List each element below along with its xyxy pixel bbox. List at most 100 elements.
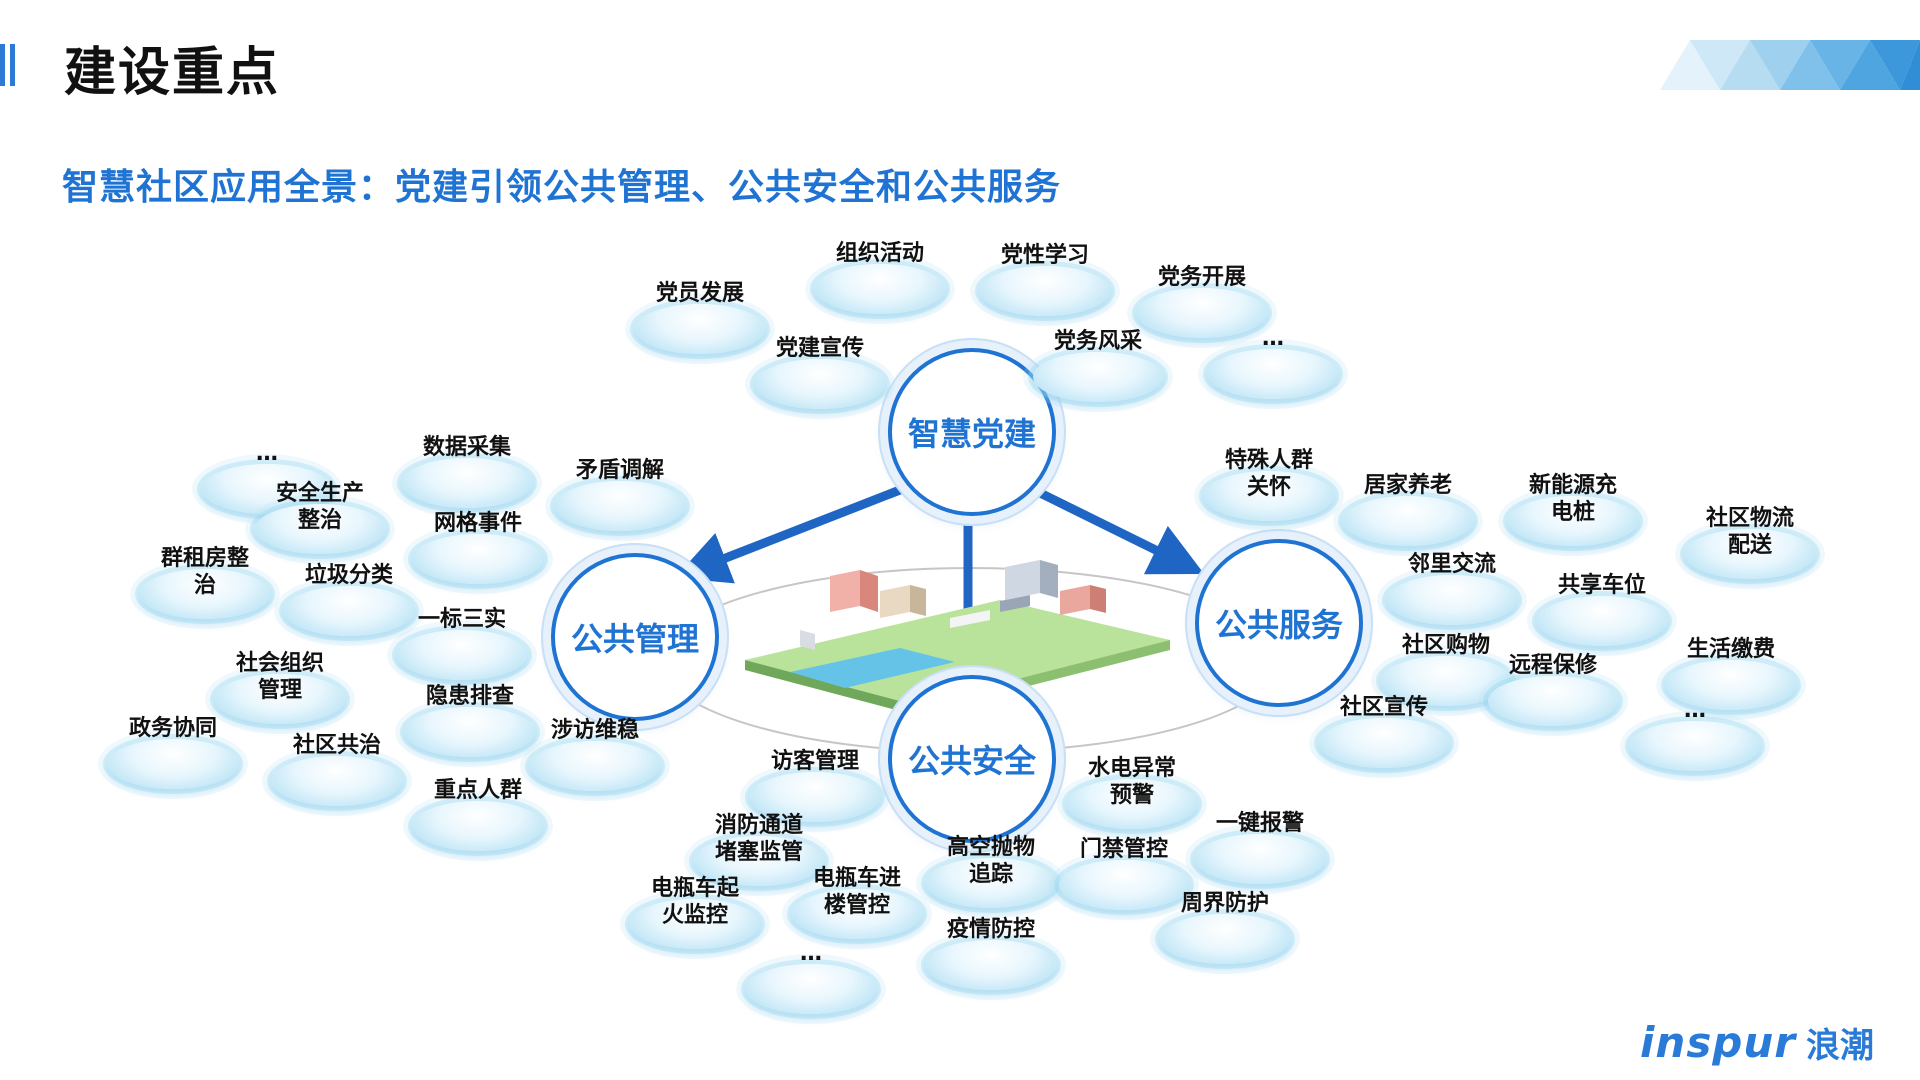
pad-service: 远程保修	[1488, 652, 1618, 726]
pad-safety: 周界防护	[1160, 890, 1290, 964]
pad-safety: 电瓶车进 楼管控	[792, 865, 922, 939]
pad-label: 党性学习	[1000, 243, 1089, 268]
pad-disc	[405, 707, 535, 757]
pad-disc	[555, 481, 685, 531]
pad-management: 网格事件	[413, 510, 543, 584]
pad-disc	[272, 756, 402, 806]
pad-disc	[980, 266, 1110, 316]
pad-service: 新能源充 电桩	[1508, 472, 1638, 546]
pad-safety: 访客管理	[750, 748, 880, 822]
pad-label: 电瓶车进 楼管控	[812, 866, 901, 918]
pad-disc	[792, 889, 922, 939]
pad-label: 电瓶车起 火监控	[650, 876, 739, 928]
pad-disc	[413, 534, 543, 584]
pad-service: 社区宣传	[1319, 694, 1449, 768]
pad-party: 党务开展	[1137, 264, 1267, 338]
pad-disc	[255, 504, 385, 554]
pad-label: 安全生产 整治	[275, 481, 364, 533]
pad-label: 矛盾调解	[575, 458, 664, 483]
page-title: 建设重点	[64, 43, 281, 103]
pad-label: 高空抛物 追踪	[946, 835, 1035, 887]
pad-disc	[1137, 288, 1267, 338]
pad-label: 政务协同	[128, 716, 217, 741]
hub-public-management: 公共管理	[551, 553, 719, 721]
hub-public-safety: 公共安全	[888, 675, 1056, 843]
pad-management: 重点人群	[413, 777, 543, 851]
pad-safety: 电瓶车起 火监控	[630, 875, 760, 949]
pad-management: 社区共治	[272, 732, 402, 806]
pad-disc	[1319, 718, 1449, 768]
pad-management: 隐患排查	[405, 683, 535, 757]
pad-service: 邻里交流	[1387, 551, 1517, 625]
arrow-to-management	[674, 483, 907, 584]
hub-public-service: 公共服务	[1195, 539, 1363, 707]
pad-label: 社会组织 管理	[235, 651, 324, 703]
hub-label: 公共服务	[1214, 606, 1343, 644]
pad-label: …	[1684, 698, 1706, 723]
pad-disc	[1033, 352, 1163, 402]
pad-management: 群租房整 治	[140, 545, 270, 619]
pad-party: 党建宣传	[755, 335, 885, 409]
pad-label: 疫情防控	[946, 917, 1035, 942]
title-accent-bar	[10, 44, 15, 86]
pad-disc	[1537, 596, 1667, 646]
pad-disc	[1059, 860, 1189, 910]
pad-disc	[926, 858, 1056, 908]
hub-label: 公共安全	[907, 742, 1036, 780]
pad-label: 远程保修	[1508, 653, 1597, 678]
page-subtitle: 智慧社区应用全景：党建引领公共管理、公共安全和公共服务	[62, 167, 1062, 208]
pad-disc	[413, 801, 543, 851]
pad-disc	[1204, 471, 1334, 521]
pad-party: 党员发展	[635, 280, 765, 354]
pad-management: 政务协同	[108, 715, 238, 789]
pad-label: 一标三实	[417, 607, 506, 632]
pad-disc	[284, 586, 414, 636]
pad-label: …	[800, 941, 822, 966]
pad-party: …	[1208, 325, 1338, 399]
pad-disc	[1630, 721, 1760, 771]
pad-label: …	[256, 441, 278, 466]
pad-service: 共享车位	[1537, 572, 1667, 646]
pad-disc	[530, 741, 660, 791]
pad-safety: 高空抛物 追踪	[926, 834, 1056, 908]
pad-disc	[397, 630, 527, 680]
pad-management: 安全生产 整治	[255, 480, 385, 554]
pad-label: 居家养老	[1363, 473, 1452, 498]
brand-logo: inspur 浪潮	[1640, 1018, 1874, 1067]
arrow-to-service	[1028, 483, 1205, 575]
pad-disc	[746, 964, 876, 1014]
pad-disc	[402, 458, 532, 508]
title-accent-bar	[0, 44, 5, 86]
pad-safety: 门禁管控	[1059, 836, 1189, 910]
pad-disc	[1387, 575, 1517, 625]
pad-label: 邻里交流	[1407, 552, 1496, 577]
pad-safety: 水电异常 预警	[1067, 755, 1197, 829]
pad-management: 一标三实	[397, 606, 527, 680]
pad-disc	[755, 359, 885, 409]
pad-label: 垃圾分类	[304, 563, 393, 588]
pad-service: 社区物流 配送	[1685, 505, 1815, 579]
pad-disc	[108, 739, 238, 789]
pad-label: 特殊人群 关怀	[1224, 448, 1313, 500]
pad-label: 网格事件	[433, 511, 522, 536]
pad-safety: 消防通道 堵塞监管	[694, 812, 824, 886]
pad-label: 社区物流 配送	[1705, 506, 1794, 558]
pad-label: 涉访维稳	[550, 718, 639, 743]
pad-disc	[215, 674, 345, 724]
pad-label: 周界防护	[1180, 891, 1269, 916]
pad-disc	[750, 772, 880, 822]
pad-label: 一键报警	[1215, 811, 1304, 836]
pad-disc	[1195, 834, 1325, 884]
pad-management: 矛盾调解	[555, 457, 685, 531]
pad-party: 党务风采	[1033, 328, 1163, 402]
pad-disc	[1160, 914, 1290, 964]
pad-label: 社区共治	[292, 733, 381, 758]
pad-label: 数据采集	[422, 435, 511, 460]
pad-disc	[1343, 496, 1473, 546]
brand-logo-text-cn: 浪潮	[1806, 1026, 1874, 1066]
pad-label: 消防通道 堵塞监管	[714, 813, 803, 865]
pad-label: 重点人群	[433, 778, 522, 803]
pad-disc	[1488, 676, 1618, 726]
pad-disc	[694, 836, 824, 886]
pad-management: 涉访维稳	[530, 717, 660, 791]
